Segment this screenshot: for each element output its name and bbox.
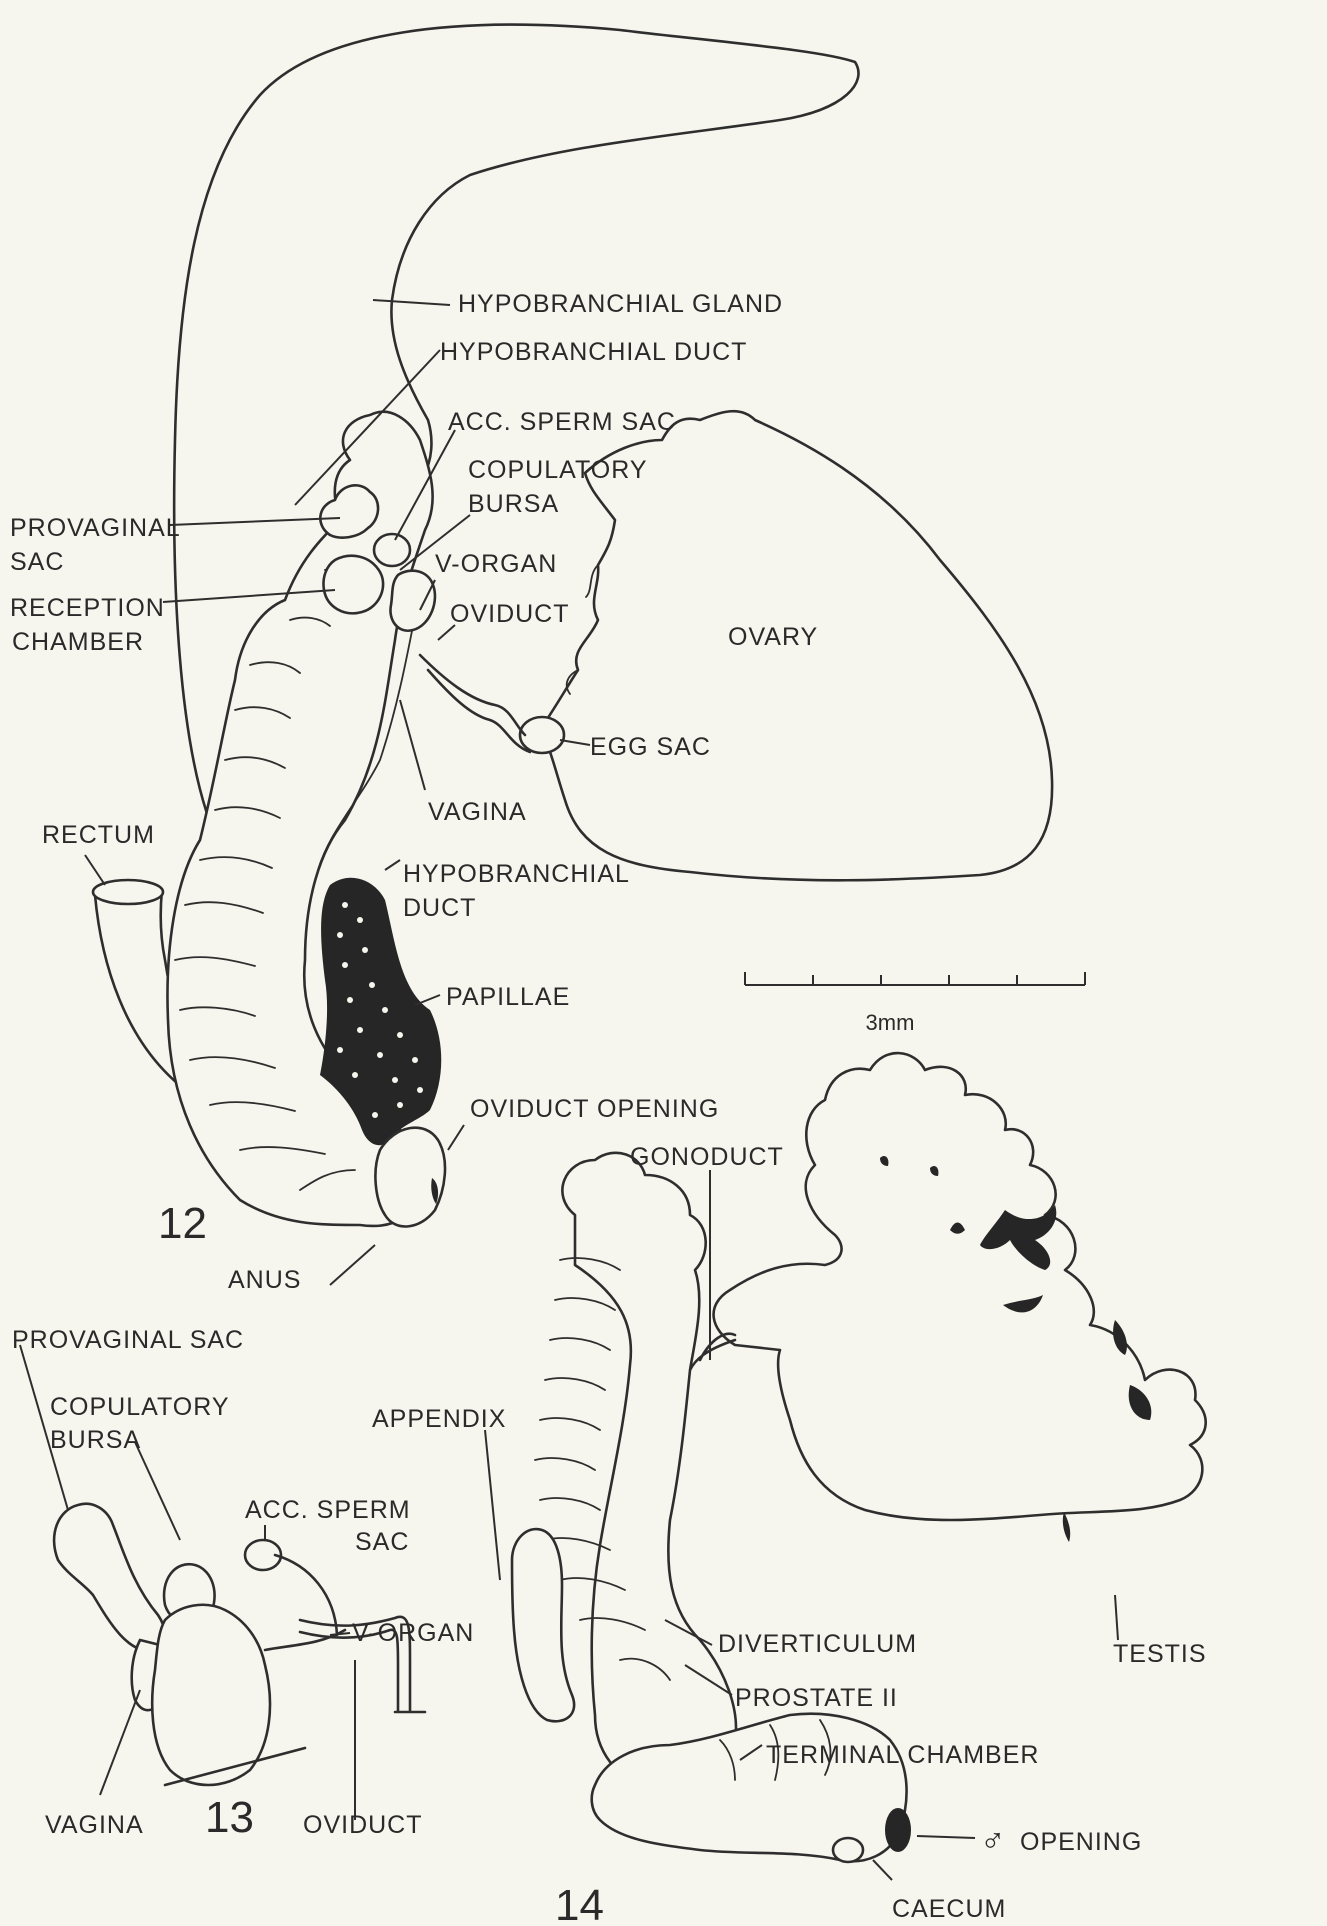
figure-number-12: 12 (158, 1199, 207, 1248)
appendix (512, 1529, 574, 1721)
label-hypobranchial-duct-top: HYPOBRANCHIAL DUCT (440, 338, 747, 366)
oviduct-opening-knob (375, 1128, 445, 1227)
label-reception-chamber-2: CHAMBER (12, 628, 144, 656)
label-caecum: CAECUM (892, 1895, 1006, 1923)
male-opening (885, 1808, 911, 1852)
label-vagina-13: VAGINA (45, 1811, 144, 1839)
label-gonoduct: GONODUCT (630, 1143, 784, 1171)
label-hypobranchial-gland: HYPOBRANCHIAL GLAND (458, 290, 783, 318)
testis (714, 1053, 1206, 1520)
fig13-body (152, 1605, 270, 1785)
reception-chamber (323, 556, 383, 614)
scale-bar-label: 3mm (866, 1010, 915, 1035)
label-terminal-chamber: TERMINAL CHAMBER (766, 1741, 1039, 1769)
label-oviduct-12: OVIDUCT (450, 600, 570, 628)
label-provaginal-sac-13: PROVAGINAL SAC (12, 1326, 244, 1354)
label-oviduct-opening: OVIDUCT OPENING (470, 1095, 719, 1123)
label-rectum: RECTUM (42, 821, 155, 849)
label-v-organ: V-ORGAN (435, 550, 557, 578)
label-male-opening: OPENING (1020, 1828, 1142, 1856)
label-prostate-ii: PROSTATE II (735, 1684, 898, 1712)
label-reception-chamber-1: RECEPTION (10, 594, 165, 622)
label-vagina-12: VAGINA (428, 798, 527, 826)
figure-number-13: 13 (205, 1793, 254, 1842)
label-acc-sperm-sac-13-1: ACC. SPERM (245, 1496, 411, 1524)
label-copulatory-bursa-13-2: BURSA (50, 1426, 141, 1454)
label-acc-sperm-sac-13-2: SAC (355, 1528, 409, 1556)
fig13-v-organ-loop (265, 1555, 345, 1650)
label-hypobranchial-duct-low-1: HYPOBRANCHIAL (403, 860, 630, 888)
label-hypobranchial-duct-low-2: DUCT (403, 894, 476, 922)
caecum (833, 1838, 863, 1862)
fig13-provaginal-sac (54, 1504, 165, 1651)
label-ovary: OVARY (728, 623, 818, 651)
label-acc-sperm-sac: ACC. SPERM SAC (448, 408, 676, 436)
label-copulatory-bursa-1: COPULATORY (468, 456, 648, 484)
acc-sperm-sac (374, 534, 410, 566)
label-anus: ANUS (228, 1266, 301, 1294)
label-provaginal-sac-2: SAC (10, 548, 64, 576)
label-egg-sac: EGG SAC (590, 733, 711, 761)
scale-bar: 3mm (745, 972, 1085, 1035)
label-v-organ-13: V-ORGAN (352, 1619, 474, 1647)
figure-number-14: 14 (555, 1881, 604, 1926)
label-appendix: APPENDIX (372, 1405, 506, 1433)
label-diverticulum: DIVERTICULUM (718, 1630, 917, 1658)
male-symbol: ♂ (980, 1822, 1007, 1860)
copulatory-bursa (390, 571, 435, 631)
label-oviduct-13: OVIDUCT (303, 1811, 423, 1839)
oviduct-tube (420, 655, 530, 752)
label-copulatory-bursa-2: BURSA (468, 490, 559, 518)
label-copulatory-bursa-13-1: COPULATORY (50, 1393, 230, 1421)
label-papillae: PAPILLAE (446, 983, 570, 1011)
label-provaginal-sac-1: PROVAGINAL (10, 514, 181, 542)
egg-sac (520, 717, 564, 753)
label-testis: TESTIS (1113, 1640, 1207, 1668)
